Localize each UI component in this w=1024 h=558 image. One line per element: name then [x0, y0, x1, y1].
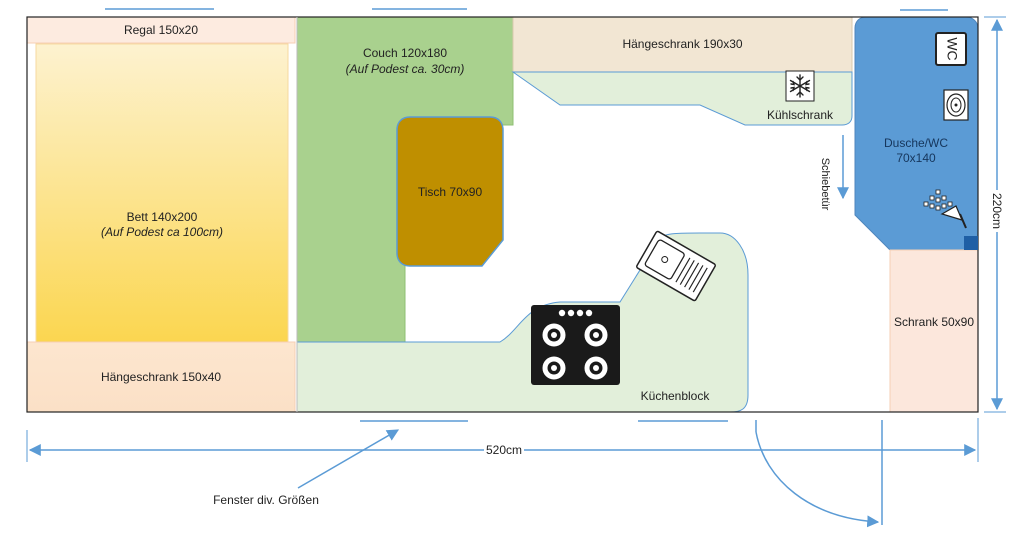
shower-icon	[923, 189, 967, 229]
bed-label: Bett 140x200	[126, 210, 198, 224]
bed-note: (Auf Podest ca 100cm)	[100, 225, 224, 239]
couch-label: Couch 120x180	[362, 46, 448, 60]
width-dimension-label: 520cm	[485, 443, 523, 457]
outer-wall	[26, 16, 979, 413]
table-area	[396, 116, 504, 267]
shower-corner	[964, 236, 978, 250]
wall-cabinet-left	[26, 341, 296, 413]
window-marks	[105, 8, 948, 422]
bed-area	[35, 43, 289, 343]
kitchen-label: Küchenblock	[640, 389, 710, 403]
wall-cabinet-left-label: Hängeschrank 150x40	[100, 370, 222, 384]
table-label: Tisch 70x90	[417, 185, 483, 199]
height-dimension-label: 220cm	[990, 192, 1004, 230]
fridge-label: Kühlschrank	[766, 108, 834, 122]
kitchen-block	[296, 232, 749, 413]
washbasin-icon	[943, 89, 969, 121]
shower-label: Dusche/WC	[883, 136, 948, 150]
regal-area	[26, 16, 296, 44]
width-dimension	[26, 418, 979, 462]
wc-icon-text: WC	[944, 37, 960, 60]
wall-cabinet-top-label: Hängeschrank 190x30	[622, 37, 743, 51]
wardrobe-area	[889, 249, 979, 413]
snowflake-icon	[785, 70, 815, 102]
door-swing	[755, 420, 883, 528]
stove-icon	[531, 305, 620, 385]
wardrobe-label: Schrank 50x90	[893, 315, 975, 329]
sink-icon	[636, 230, 716, 302]
fridge-area	[511, 71, 853, 126]
height-dimension	[984, 16, 1006, 413]
shower-size: 70x140	[896, 151, 936, 165]
window-annotation-arrow	[297, 429, 400, 489]
couch-note: (Auf Podest ca. 30cm)	[345, 62, 465, 76]
window-annotation-label: Fenster div. Größen	[213, 493, 319, 507]
regal-label: Regal 150x20	[123, 23, 199, 37]
sliding-door-label: Schiebetür	[819, 157, 831, 211]
wc-icon: WC	[935, 32, 967, 66]
